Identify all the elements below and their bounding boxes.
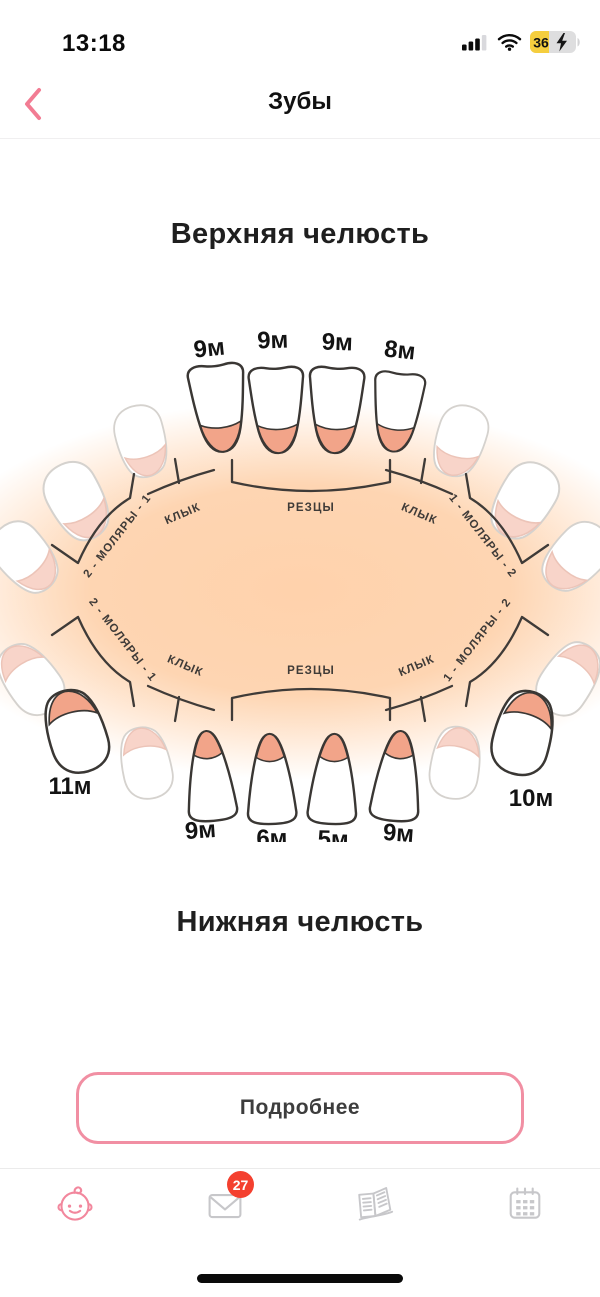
messages-badge: 27 xyxy=(227,1171,254,1198)
lower-jaw-heading: Нижняя челюсть xyxy=(176,906,424,938)
upper-age-labels: 9м 9м 9м 8м xyxy=(192,326,416,365)
envelope-icon xyxy=(208,1194,242,1219)
baby-face-icon xyxy=(57,1186,93,1221)
status-time: 13:18 xyxy=(62,30,126,57)
svg-text:9м: 9м xyxy=(321,328,353,356)
tab-calendar[interactable] xyxy=(450,1169,600,1259)
nav-divider xyxy=(0,138,600,139)
svg-text:9м: 9м xyxy=(184,816,217,842)
svg-text:РЕЗЦЫ: РЕЗЦЫ xyxy=(287,502,335,514)
svg-text:8м: 8м xyxy=(383,335,417,365)
charging-bolt-icon xyxy=(556,32,567,51)
chevron-left-icon xyxy=(25,88,41,120)
svg-text:РЕЗЦЫ: РЕЗЦЫ xyxy=(287,665,335,677)
svg-text:10м: 10м xyxy=(509,785,553,812)
mouth-glow xyxy=(0,400,600,780)
page-title: Зубы xyxy=(268,88,332,115)
details-button[interactable]: Подробнее xyxy=(76,1072,524,1144)
battery-charging-icon: 36 xyxy=(530,30,580,53)
tab-bar: 27 xyxy=(0,1168,600,1259)
svg-text:9м: 9м xyxy=(382,819,415,842)
back-button[interactable] xyxy=(20,86,46,124)
status-icons: 36 xyxy=(462,30,582,54)
teeth-diagram: 9м 9м 9м 8м РЕЗЦЫ КЛЫК КЛЫК 2 - МОЛЯРЫ -… xyxy=(0,326,600,842)
calendar-icon xyxy=(509,1187,541,1219)
upper-jaw-heading: Верхняя челюсть xyxy=(170,218,430,250)
tab-guide[interactable] xyxy=(300,1169,450,1259)
cellular-signal-icon xyxy=(462,34,487,50)
book-icon xyxy=(358,1187,394,1221)
tab-baby[interactable] xyxy=(0,1169,150,1259)
battery-percent: 36 xyxy=(533,34,549,50)
svg-text:9м: 9м xyxy=(192,333,226,363)
wifi-icon xyxy=(497,33,522,51)
svg-text:9м: 9м xyxy=(257,326,289,354)
svg-text:5м: 5м xyxy=(317,826,349,842)
home-indicator[interactable] xyxy=(197,1274,403,1283)
svg-text:11м: 11м xyxy=(48,773,91,800)
lower-age-labels: 11м 10м 9м 6м 5м 9м xyxy=(48,773,553,842)
svg-text:6м: 6м xyxy=(256,825,288,842)
tab-messages[interactable]: 27 xyxy=(150,1169,300,1259)
